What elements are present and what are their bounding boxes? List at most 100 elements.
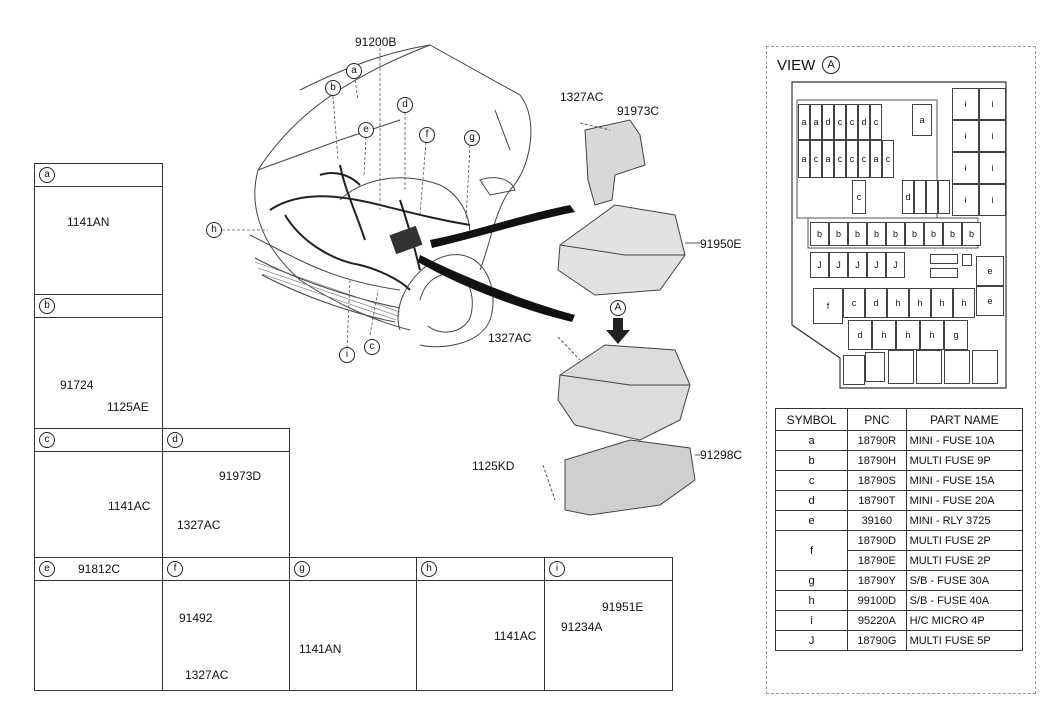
part-code-1125kd: 1125KD bbox=[472, 459, 515, 473]
fuse-cell: g bbox=[944, 320, 968, 350]
fuse-cell: a bbox=[810, 104, 822, 140]
callout-a: a bbox=[346, 63, 362, 79]
detail-symbol-g: g bbox=[294, 561, 310, 577]
fuse-cell: c bbox=[882, 140, 894, 178]
fuse-cell: b bbox=[810, 222, 829, 246]
fuse-cell: h bbox=[920, 320, 944, 350]
detail-symbol-a: a bbox=[39, 167, 55, 183]
fuse-cell: i bbox=[979, 88, 1006, 120]
fuse-cell: b bbox=[829, 222, 848, 246]
fuse-cell: a bbox=[912, 104, 932, 136]
fuse-cell: b bbox=[943, 222, 962, 246]
part-code-1141an-g: 1141AN bbox=[299, 642, 342, 656]
fuse-cell: i bbox=[979, 184, 1006, 216]
part-code-1327ac-top: 1327AC bbox=[560, 90, 604, 104]
legend-header-symbol: SYMBOL bbox=[774, 408, 849, 431]
callout-g: g bbox=[464, 130, 480, 146]
part-code-91951e: 91951E bbox=[602, 600, 644, 614]
detail-box-g: g 1141AN bbox=[289, 557, 417, 691]
detail-symbol-f: f bbox=[167, 561, 183, 577]
callout-c: c bbox=[364, 339, 380, 355]
legend-symbol: e bbox=[774, 510, 849, 531]
fuse-cell: b bbox=[962, 222, 981, 246]
fuse-cell: e bbox=[976, 256, 1004, 286]
fuse-cell: a bbox=[822, 140, 834, 178]
legend-pnc: 18790E bbox=[847, 550, 907, 571]
legend-pnc: 18790G bbox=[847, 630, 907, 651]
part-code-1141ac-c: 1141AC bbox=[108, 499, 151, 513]
fuse-cell: h bbox=[953, 288, 975, 318]
view-marker: A bbox=[822, 56, 840, 74]
part-code-1327ac-d: 1327AC bbox=[177, 518, 221, 532]
legend-pnc: 18790S bbox=[847, 470, 907, 491]
legend-name: H/C MICRO 4P bbox=[905, 610, 1024, 631]
view-title: VIEW bbox=[777, 57, 816, 74]
detail-symbol-e: e bbox=[39, 561, 55, 577]
fuse-cell: d bbox=[902, 180, 914, 214]
fuse-cell-blank bbox=[843, 355, 865, 385]
junction-block-icon bbox=[389, 225, 423, 255]
part-code-1141ac-h: 1141AC bbox=[494, 629, 537, 643]
legend-symbol: c bbox=[774, 470, 849, 491]
part-code-1125ae: 1125AE bbox=[107, 400, 149, 414]
detail-box-f: f 91492 1327AC bbox=[162, 557, 290, 691]
fuse-cell-blank bbox=[930, 268, 958, 278]
legend-symbol: g bbox=[774, 570, 849, 591]
legend-header-name: PART NAME bbox=[905, 408, 1024, 431]
fuse-cell: b bbox=[886, 222, 905, 246]
fuse-cell-blank bbox=[926, 180, 938, 214]
fuse-cell: i bbox=[952, 184, 979, 216]
legend-name: MULTI FUSE 5P bbox=[905, 630, 1024, 651]
part-code-91973d: 91973D bbox=[219, 469, 262, 483]
fuse-cell-blank bbox=[962, 254, 972, 266]
legend-name: MINI - RLY 3725 bbox=[905, 510, 1024, 531]
legend-symbol: h bbox=[774, 590, 849, 611]
fuse-cell-blank bbox=[938, 180, 950, 214]
detail-box-a: a 1141AN bbox=[34, 163, 163, 295]
legend-pnc: 18790D bbox=[847, 530, 907, 551]
part-code-91973c: 91973C bbox=[617, 104, 660, 118]
fuse-cell-blank bbox=[930, 254, 958, 264]
part-code-1141an-a: 1141AN bbox=[67, 215, 110, 229]
fuse-cell: a bbox=[798, 104, 810, 140]
detail-box-e: e 91812C bbox=[34, 557, 163, 691]
detail-box-h: h 1141AC bbox=[416, 557, 545, 691]
fuse-cell-blank bbox=[916, 350, 942, 384]
legend-pnc: 99100D bbox=[847, 590, 907, 611]
fuse-cell: J bbox=[867, 252, 886, 278]
callout-b: b bbox=[325, 80, 341, 96]
fuse-cell: i bbox=[979, 152, 1006, 184]
fuse-cell: a bbox=[798, 140, 810, 178]
fuse-cell-blank bbox=[944, 350, 970, 384]
part-code-91492: 91492 bbox=[179, 611, 213, 625]
fuse-cell: c bbox=[846, 104, 858, 140]
legend-name: MULTI FUSE 2P bbox=[905, 530, 1024, 551]
fuse-cell: d bbox=[858, 104, 870, 140]
legend-name: S/B - FUSE 30A bbox=[905, 570, 1024, 591]
part-code-1327ac-f: 1327AC bbox=[185, 668, 229, 682]
detail-symbol-b: b bbox=[39, 298, 55, 314]
fuse-cell: i bbox=[979, 120, 1006, 152]
part-code-91724: 91724 bbox=[60, 378, 94, 392]
detail-symbol-i: i bbox=[549, 561, 565, 577]
fuse-cell: i bbox=[952, 88, 979, 120]
fuse-cell: f bbox=[813, 288, 843, 324]
fuse-cell: b bbox=[924, 222, 943, 246]
callout-e: e bbox=[358, 122, 374, 138]
legend-name: S/B - FUSE 40A bbox=[905, 590, 1024, 611]
fuse-cell: c bbox=[810, 140, 822, 178]
legend-header-row: SYMBOL PNC PART NAME bbox=[774, 408, 1024, 431]
fuse-cell: h bbox=[896, 320, 920, 350]
part-code-1327ac-mid: 1327AC bbox=[488, 331, 532, 345]
fuse-cell: c bbox=[870, 104, 882, 140]
detail-box-c: c 1141AC bbox=[34, 428, 163, 558]
fuse-cell: a bbox=[870, 140, 882, 178]
part-code-91200b: 91200B bbox=[355, 35, 397, 49]
